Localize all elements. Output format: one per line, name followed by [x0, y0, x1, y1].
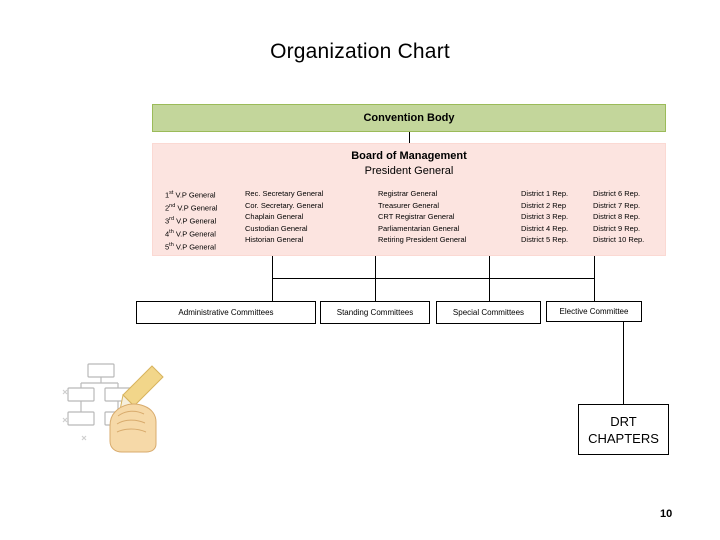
- list-item: District 9 Rep.: [593, 223, 641, 233]
- standing-committees-label: Standing Committees: [336, 308, 414, 317]
- board-of-management-box[interactable]: Board of Management President General 1s…: [152, 143, 666, 256]
- list-item: Custodian General: [245, 223, 308, 233]
- convention-body-label: Convention Body: [363, 112, 455, 124]
- list-item: District 7 Rep.: [593, 200, 641, 210]
- board-column-registrar-treasurer: Registrar General Treasurer General CRT …: [378, 188, 466, 246]
- board-column-districts-6-10: District 6 Rep. District 7 Rep. District…: [593, 188, 644, 246]
- page-number: 10: [660, 508, 673, 520]
- convention-body-box[interactable]: Convention Body: [152, 104, 666, 132]
- list-item: District 1 Rep.: [521, 189, 569, 198]
- administrative-committees-box[interactable]: Administrative Committees: [136, 301, 316, 324]
- page-title: Organization Chart: [270, 40, 450, 63]
- connector-elective-to-chapters: [623, 322, 624, 404]
- list-item: 3rd V.P General: [165, 216, 217, 226]
- list-item: 2nd V.P General: [165, 203, 218, 213]
- list-item: District 3 Rep.: [521, 212, 569, 221]
- list-item: Treasurer General: [378, 200, 439, 210]
- list-item: CRT Registrar General: [378, 212, 455, 221]
- list-item: Parliamentarian General: [378, 223, 460, 233]
- standing-committees-box[interactable]: Standing Committees: [320, 301, 430, 324]
- list-item: District 2 Rep: [521, 200, 567, 210]
- drt-chapters-line2: CHAPTERS: [588, 430, 659, 446]
- special-committees-label: Special Committees: [452, 308, 525, 317]
- list-item: Cor. Secretary. General: [245, 200, 324, 210]
- elective-committee-box[interactable]: Elective Committee: [546, 301, 642, 322]
- drt-chapters-box[interactable]: DRT CHAPTERS: [578, 404, 669, 455]
- list-item: 4th V.P General: [165, 229, 216, 239]
- list-item: 5th V.P General: [165, 242, 216, 252]
- board-subtitle: President General: [364, 165, 454, 177]
- elective-committee-label: Elective Committee: [559, 307, 629, 316]
- board-column-secretaries: Rec. Secretary General Cor. Secretary. G…: [245, 188, 323, 246]
- list-item: Chaplain General: [245, 212, 304, 221]
- connector-convention-to-board: [409, 132, 410, 143]
- list-item: District 8 Rep.: [593, 212, 641, 221]
- list-item: District 4 Rep.: [521, 223, 569, 233]
- connector-committee-bus: [272, 278, 594, 279]
- board-title: Board of Management: [351, 150, 467, 162]
- list-item: District 5 Rep.: [521, 235, 569, 244]
- board-column-vice-presidents: 1st V.P General 2nd V.P General 3rd V.P …: [165, 188, 217, 253]
- special-committees-box[interactable]: Special Committees: [436, 301, 541, 324]
- list-item: District 6 Rep.: [593, 189, 641, 198]
- list-item: 1st V.P General: [165, 190, 216, 200]
- board-column-districts-1-5: District 1 Rep. District 2 Rep District …: [521, 188, 568, 246]
- connector-board-to-elective: [594, 256, 595, 301]
- list-item: Retiring President General: [378, 235, 467, 244]
- list-item: District 10 Rep.: [593, 235, 645, 244]
- org-chart-clipart: [62, 363, 164, 453]
- list-item: Historian General: [245, 235, 304, 244]
- list-item: Registrar General: [378, 189, 438, 198]
- list-item: Rec. Secretary General: [245, 189, 324, 198]
- administrative-committees-label: Administrative Committees: [178, 308, 274, 317]
- drt-chapters-line1: DRT: [610, 413, 637, 429]
